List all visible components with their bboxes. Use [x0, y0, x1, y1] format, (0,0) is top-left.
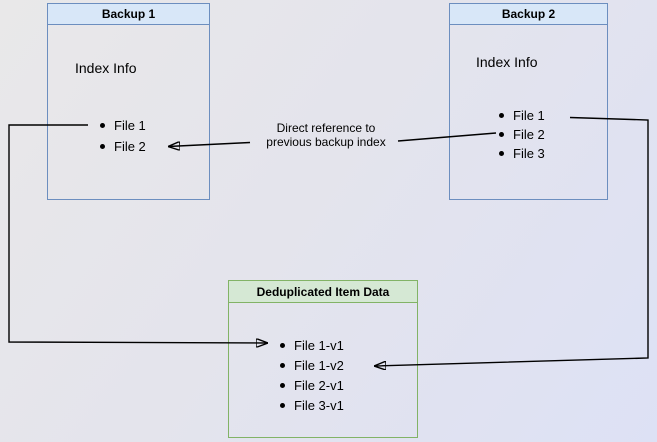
list-item: File 1-v1 — [280, 335, 344, 355]
list-item: File 1-v2 — [280, 355, 344, 375]
direct-reference-label: Direct reference to previous backup inde… — [235, 121, 417, 149]
list-item: File 2 — [499, 125, 545, 144]
dedup-box: Deduplicated Item Data File 1-v1 File 1-… — [228, 280, 418, 438]
direct-reference-label-line2: previous backup index — [266, 134, 386, 149]
list-item: File 3 — [499, 144, 545, 163]
backup1-file-list: File 1 File 2 — [100, 115, 146, 157]
direct-reference-label-line1: Direct reference to — [276, 121, 376, 135]
list-item: File 1 — [499, 106, 545, 125]
dedup-title: Deduplicated Item Data — [229, 281, 417, 303]
backup2-subtitle: Index Info — [476, 54, 538, 70]
list-item: File 2-v1 — [280, 375, 344, 395]
backup1-subtitle: Index Info — [75, 60, 137, 76]
backup1-title: Backup 1 — [48, 4, 209, 25]
backup2-box: Backup 2 Index Info File 1 File 2 File 3 — [449, 3, 608, 200]
list-item: File 3-v1 — [280, 395, 344, 415]
list-item: File 2 — [100, 136, 146, 157]
backup2-title: Backup 2 — [450, 4, 607, 25]
list-item: File 1 — [100, 115, 146, 136]
dedup-file-list: File 1-v1 File 1-v2 File 2-v1 File 3-v1 — [280, 335, 344, 415]
backup1-box: Backup 1 Index Info File 1 File 2 — [47, 3, 210, 200]
backup2-file-list: File 1 File 2 File 3 — [499, 106, 545, 163]
